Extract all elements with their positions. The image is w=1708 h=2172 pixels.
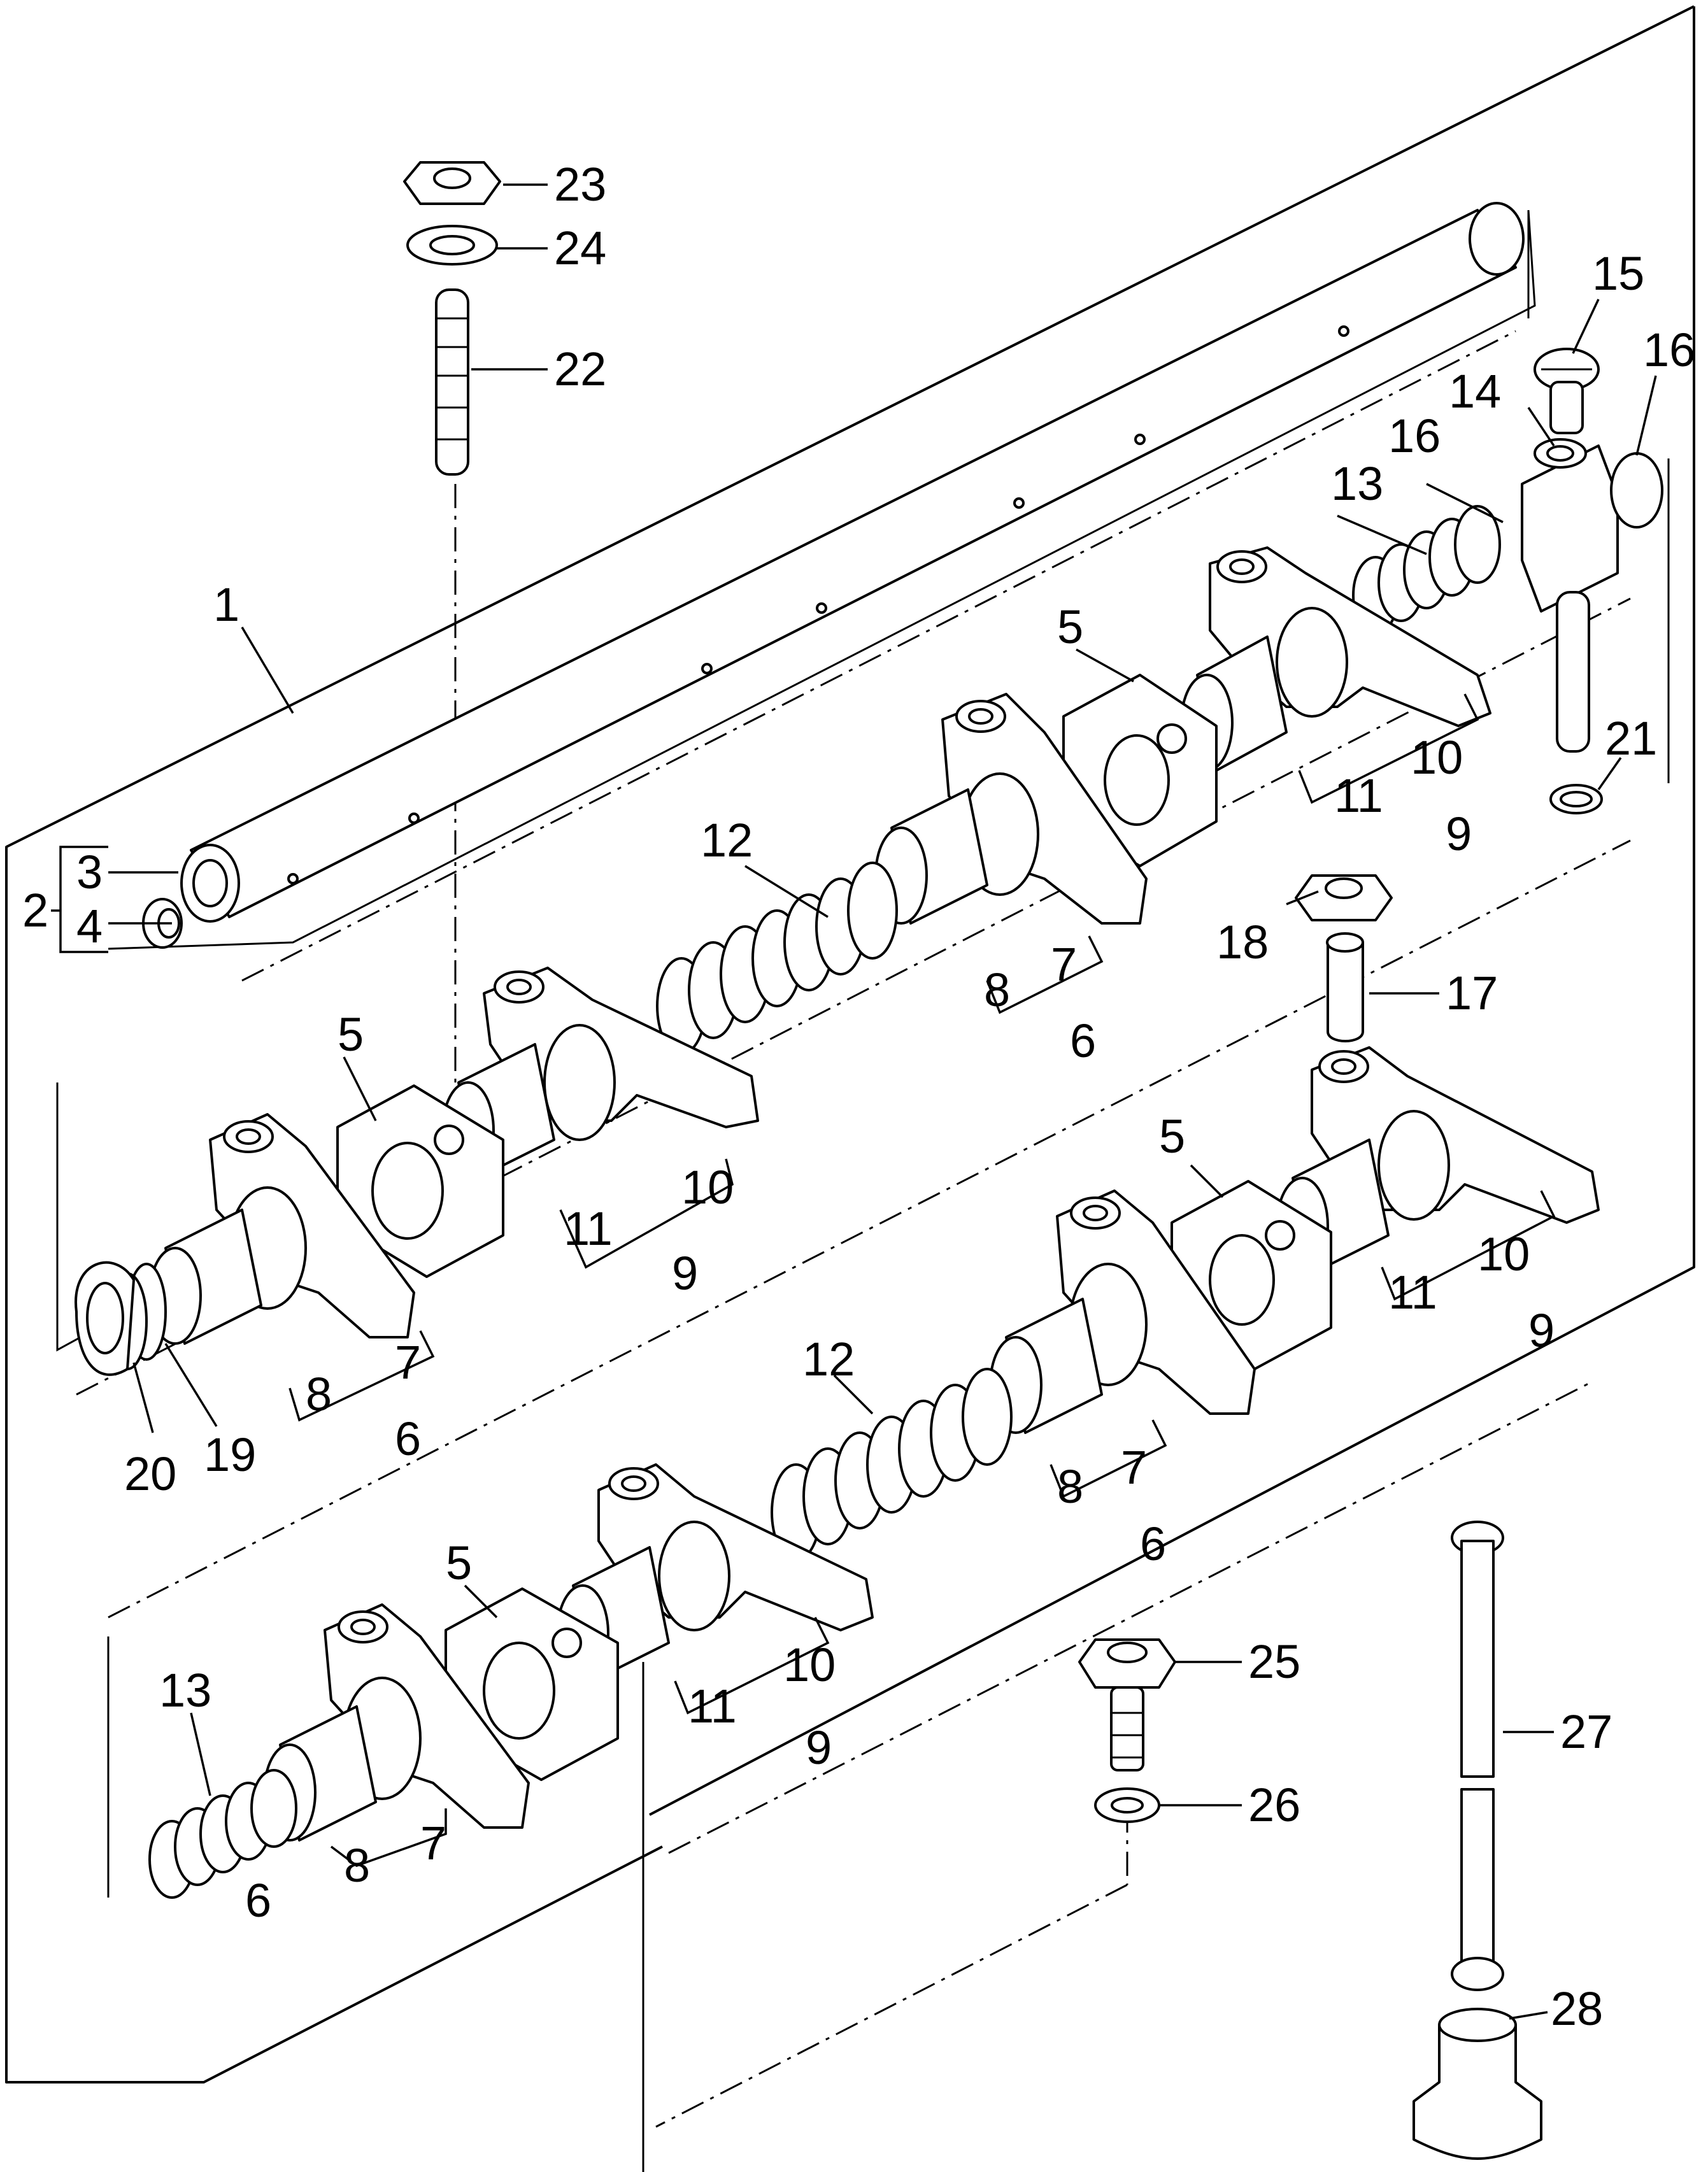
callout-7-lower-left: 7 bbox=[420, 1817, 446, 1870]
callout-1: 1 bbox=[213, 578, 239, 631]
callout-4: 4 bbox=[76, 900, 103, 953]
callout-20: 20 bbox=[124, 1447, 176, 1500]
callout-7-upper-left: 7 bbox=[395, 1336, 421, 1389]
callout-12-upper: 12 bbox=[701, 814, 753, 867]
callout-11-upper-right: 11 bbox=[1334, 769, 1383, 822]
callout-8-upper-left: 8 bbox=[306, 1368, 332, 1421]
callout-7-upper-middle: 7 bbox=[1051, 938, 1077, 991]
lower-right-assembly bbox=[771, 1046, 1600, 1561]
callout-12-lower: 12 bbox=[802, 1333, 855, 1386]
callout-14: 14 bbox=[1449, 365, 1501, 418]
panel-outline bbox=[5, 5, 1695, 2172]
callout-6-upper-left: 6 bbox=[395, 1412, 421, 1465]
spring-12-lower bbox=[771, 1368, 1013, 1561]
callout-18: 18 bbox=[1216, 916, 1269, 969]
lower-left-assembly bbox=[148, 1463, 874, 1899]
callout-8-lower-middle: 8 bbox=[1057, 1460, 1083, 1513]
axis-lines bbox=[76, 330, 1631, 2128]
callout-6-lower-left: 6 bbox=[245, 1874, 271, 1927]
callout-26: 26 bbox=[1248, 1778, 1300, 1831]
spring-12-upper bbox=[656, 862, 898, 1055]
callout-27: 27 bbox=[1560, 1705, 1612, 1758]
callout-25: 25 bbox=[1248, 1635, 1300, 1688]
callout-23: 23 bbox=[554, 158, 606, 211]
callout-19: 19 bbox=[204, 1428, 256, 1481]
callout-7-lower-middle: 7 bbox=[1121, 1441, 1147, 1494]
bolt-25-washer-26 bbox=[1078, 1638, 1176, 1823]
callout-16-left: 16 bbox=[1388, 409, 1441, 462]
leader-lines bbox=[51, 183, 1657, 2020]
callout-3: 3 bbox=[76, 846, 103, 898]
callout-22: 22 bbox=[554, 343, 606, 395]
callout-11-lower-right: 11 bbox=[1388, 1266, 1437, 1319]
callout-9-upper-right: 9 bbox=[1446, 807, 1472, 860]
stud-17-nut-18 bbox=[1295, 874, 1393, 1042]
callout-9-lower-left: 9 bbox=[806, 1721, 832, 1774]
callout-15: 15 bbox=[1592, 247, 1644, 300]
callout-6-upper-middle: 6 bbox=[1070, 1014, 1096, 1067]
rocker-shaft bbox=[108, 202, 1536, 950]
callout-24: 24 bbox=[554, 222, 606, 274]
callout-10-upper-right: 10 bbox=[1411, 731, 1463, 784]
callout-16-right: 16 bbox=[1643, 323, 1695, 376]
callout-21: 21 bbox=[1605, 712, 1657, 765]
callout-10-upper-left: 10 bbox=[681, 1161, 734, 1214]
callout-labels: 23 24 22 1 2 3 4 15 16 14 16 13 5 21 10 … bbox=[22, 158, 1695, 2035]
callout-10-lower-left: 10 bbox=[783, 1638, 836, 1691]
callout-5-lower-right: 5 bbox=[1159, 1110, 1185, 1163]
callout-11-upper-left: 11 bbox=[564, 1202, 613, 1255]
callout-11-lower-left: 11 bbox=[688, 1680, 737, 1733]
pushrod-27-tappet-28 bbox=[1413, 1521, 1542, 2160]
callout-17: 17 bbox=[1446, 967, 1498, 1019]
callout-9-upper-left: 9 bbox=[672, 1247, 698, 1300]
upper-middle-assembly bbox=[656, 693, 1148, 1055]
callout-28: 28 bbox=[1551, 1982, 1603, 2035]
stud-nut-washer bbox=[403, 161, 501, 476]
callout-8-lower-left: 8 bbox=[344, 1839, 370, 1892]
callout-13-lower: 13 bbox=[159, 1664, 211, 1717]
callout-5-lower-left: 5 bbox=[446, 1537, 472, 1589]
callout-10-lower-right: 10 bbox=[1477, 1228, 1530, 1281]
callout-2: 2 bbox=[22, 884, 48, 937]
callout-5-upper-left: 5 bbox=[338, 1008, 364, 1061]
callout-8-upper-middle: 8 bbox=[984, 963, 1010, 1016]
callout-6-lower-middle: 6 bbox=[1140, 1517, 1166, 1570]
callout-13-upper: 13 bbox=[1331, 457, 1383, 510]
callout-5-upper-right: 5 bbox=[1057, 600, 1083, 653]
spring-13-lower bbox=[148, 1769, 297, 1899]
group-brackets bbox=[288, 693, 1556, 1867]
callout-9-lower-right: 9 bbox=[1528, 1304, 1555, 1357]
upper-left-assembly bbox=[75, 967, 759, 1376]
